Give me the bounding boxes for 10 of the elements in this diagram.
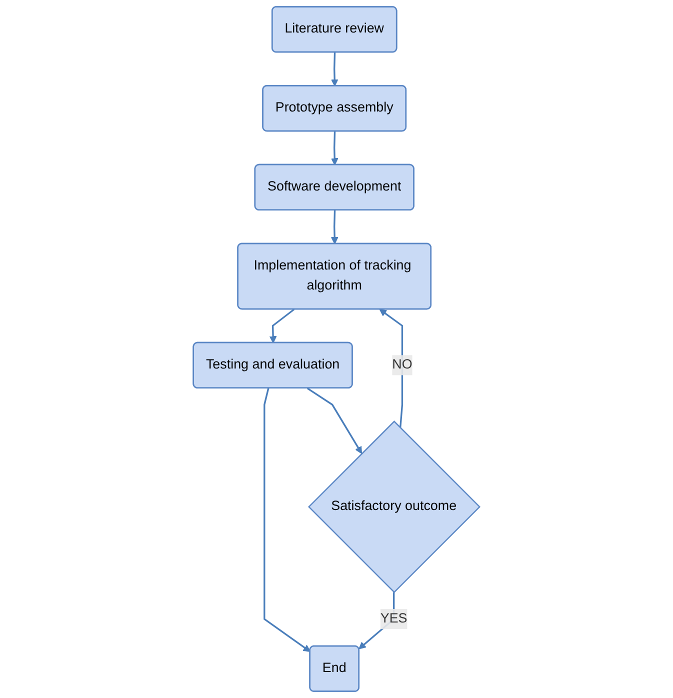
- arrow: [306, 388, 362, 454]
- arrow: [330, 131, 338, 166]
- arrow: [269, 308, 295, 344]
- arrow: [379, 309, 404, 428]
- node-diamond: [308, 420, 481, 594]
- edge-label: YES: [380, 612, 408, 626]
- arrow: [330, 52, 338, 86]
- edge-label: NO: [392, 358, 412, 372]
- arrow: [264, 388, 311, 652]
- arrow: [330, 210, 338, 244]
